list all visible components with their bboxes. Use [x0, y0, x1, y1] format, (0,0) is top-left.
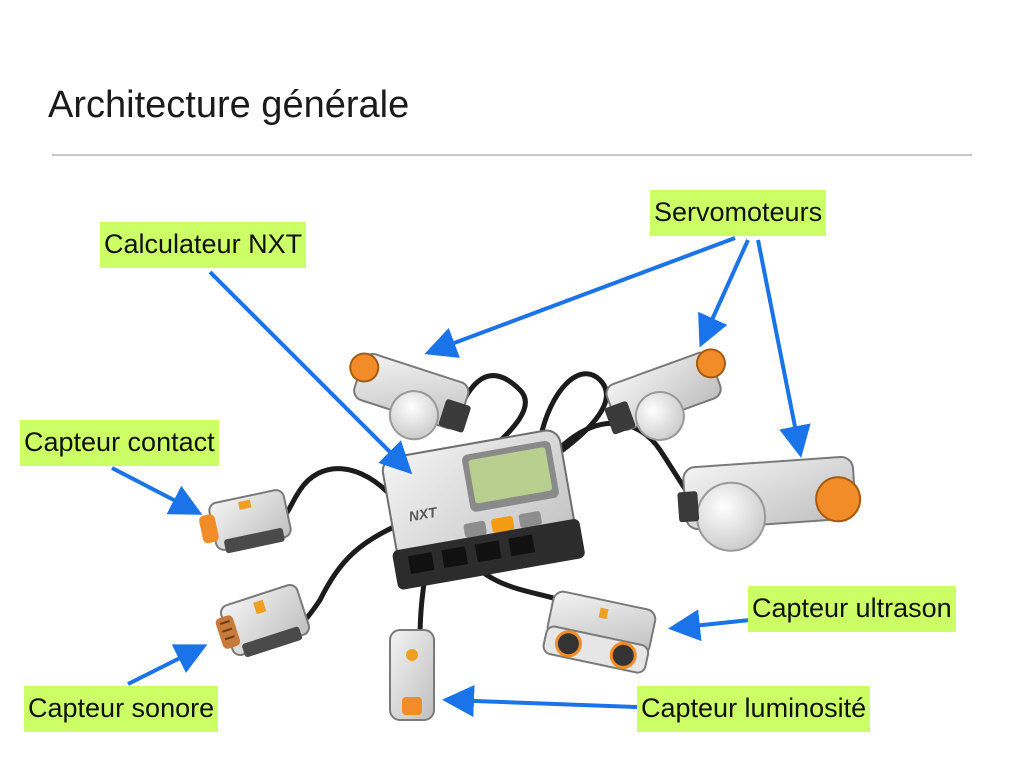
arrow-servo-left: [424, 236, 736, 358]
arrow-ultrason: [668, 609, 751, 642]
servomotor-large: [677, 455, 862, 552]
sound-sensor: [215, 583, 310, 658]
servomotor-left: [349, 352, 471, 441]
label-capteur-sonore: Capteur sonore: [24, 686, 219, 732]
svg-text:NXT: NXT: [408, 504, 440, 525]
nxt-brick: NXT: [381, 429, 585, 590]
arrow-luminosite: [442, 684, 638, 717]
label-servomoteurs: Servomoteurs: [650, 190, 827, 236]
arrow-contact: [111, 466, 203, 515]
arrow-calculateur: [208, 270, 413, 475]
slide-title: Architecture générale: [48, 84, 410, 126]
servomotor-right: [604, 348, 726, 442]
label-calculateur-nxt: Calculateur NXT: [100, 222, 307, 268]
arrow-servo-large: [756, 239, 811, 458]
light-sensor: [389, 629, 435, 721]
label-capteur-luminosite: Capteur luminosité: [637, 686, 871, 732]
label-capteur-contact: Capteur contact: [20, 420, 219, 466]
arrow-servo-right: [698, 239, 750, 348]
label-capteur-ultrason: Capteur ultrason: [748, 586, 956, 632]
arrow-sonore: [127, 644, 208, 686]
arrows: [111, 236, 811, 717]
ultrasonic-sensor: [542, 590, 657, 674]
title-divider: [52, 154, 972, 156]
touch-sensor: [199, 489, 292, 554]
